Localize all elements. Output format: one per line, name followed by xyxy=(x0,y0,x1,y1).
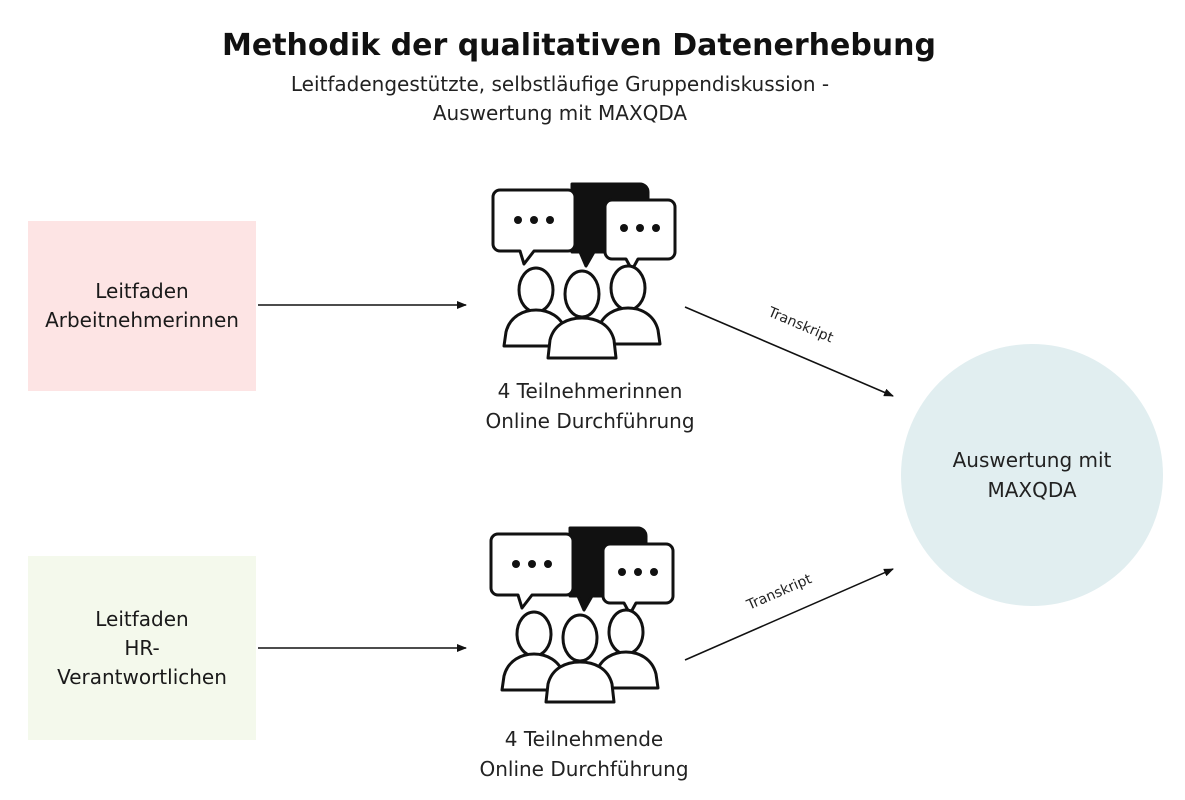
group-label-line: 4 Teilnehmerinnen xyxy=(497,379,683,403)
group-label-line: 4 Teilnehmende xyxy=(504,727,664,751)
guide-box-line: Leitfaden xyxy=(95,606,189,631)
edge-label-transkript: Transkript xyxy=(765,304,836,347)
result-node-line: Auswertung mit xyxy=(952,448,1112,472)
diagram-subtitle: Leitfadengestützte, selbstläufige Gruppe… xyxy=(200,70,920,128)
group-label-employees: 4 Teilnehmerinnen Online Durchführung xyxy=(420,376,760,436)
arrow-group-top-to-result xyxy=(684,306,894,397)
subtitle-line-1: Leitfadengestützte, selbstläufige Gruppe… xyxy=(290,72,830,96)
group-discussion-icon xyxy=(491,182,677,360)
result-node-line: MAXQDA xyxy=(987,478,1077,502)
result-node-maxqda: Auswertung mit MAXQDA xyxy=(901,344,1163,606)
group-label-line: Online Durchführung xyxy=(485,409,695,433)
group-label-hr: 4 Teilnehmende Online Durchführung xyxy=(414,724,754,784)
subtitle-line-2: Auswertung mit MAXQDA xyxy=(432,101,688,125)
group-label-line: Online Durchführung xyxy=(479,757,689,781)
group-discussion-icon xyxy=(489,526,675,704)
guide-box-employees: Leitfaden Arbeitnehmerinnen xyxy=(28,221,256,391)
guide-box-line: Verantwortlichen xyxy=(57,664,227,689)
guide-box-line: HR- xyxy=(124,635,160,660)
guide-box-hr: Leitfaden HR- Verantwortlichen xyxy=(28,556,256,740)
diagram-title: Methodik der qualitativen Datenerhebung xyxy=(222,28,936,63)
guide-box-line: Arbeitnehmerinnen xyxy=(45,308,239,332)
arrow-group-bottom-to-result xyxy=(684,568,894,661)
guide-box-line: Leitfaden xyxy=(95,279,189,303)
